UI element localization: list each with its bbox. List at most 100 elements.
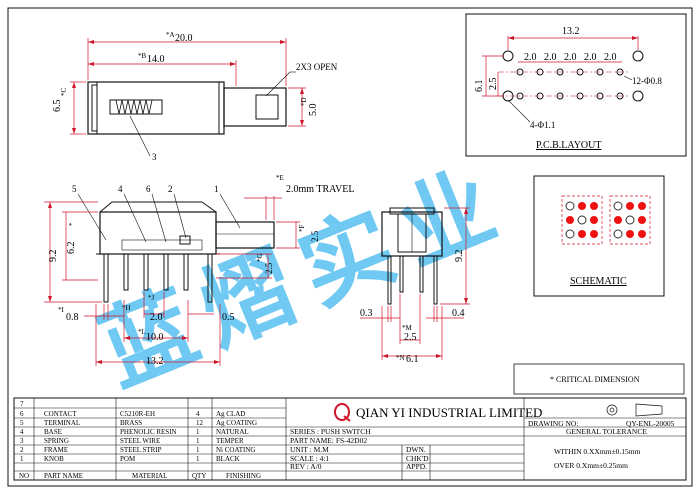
pcb-mount-note: 4-Φ1.1 (530, 120, 555, 130)
bom-header-no: NO (19, 472, 29, 480)
dim-f-label: *F (298, 225, 306, 233)
bom-header-part: PART NAME (44, 472, 83, 480)
dim-d-value: 5.0 (308, 104, 319, 117)
dim-n-label: *N (396, 354, 405, 362)
callout-3: 3 (152, 152, 157, 162)
dim-d-label: *D (300, 97, 308, 106)
part-name-text: PART NAME: FS-42D02 (290, 436, 367, 445)
dim-g-value: 2.5 (264, 262, 274, 274)
dim-c-label: *C (60, 88, 68, 97)
dim-a-value: 20.0 (175, 33, 193, 44)
bom-cell-no: 1 (20, 455, 24, 463)
bom-header-finish: FINISHING (226, 472, 261, 480)
drawing-no-label: DRAWING NO: (528, 419, 578, 428)
pcb-frame (465, 13, 687, 157)
bom-cell-material: PHENOLIC RESIN (120, 428, 177, 436)
bom-cell-finish: Ag COATING (216, 419, 257, 427)
dim-g-label: *G (256, 253, 264, 262)
dim-04: 0.4 (452, 308, 465, 319)
bom-cell-no: 6 (20, 410, 24, 418)
schematic-frame (533, 175, 665, 297)
tolerance-1: WITHIN 0.XXmm±0.15mm (554, 447, 641, 456)
dim-c-value: 6.5 (52, 100, 63, 113)
dim-m-label: *M (402, 324, 413, 332)
dim-l-label: *L (138, 328, 146, 336)
bom-cell-qty: 1 (196, 446, 200, 454)
front-view: *A 20.0 *B 14.0 6.5 *C 5.0 *D 2X3 OPEN 3 (52, 31, 338, 162)
company-name: QIAN YI INDUSTRIAL LIMITED (356, 405, 542, 420)
critical-note: * CRITICAL DIMENSION (550, 375, 640, 384)
bom-cell-part: BASE (44, 428, 62, 436)
pcb-pitch-5: 2.0 (604, 52, 617, 63)
bom-cell-material: C5210R-EH (120, 410, 155, 418)
travel-note: 2.0mm TRAVEL (286, 184, 355, 195)
bom-cell-material: STEEL STRIP (120, 446, 162, 454)
knob-outline (223, 87, 287, 127)
dim-i-label: *I (58, 306, 65, 314)
sheet-border (7, 7, 693, 487)
spring-drawing (115, 99, 153, 115)
bom-cell-qty: 1 (196, 437, 200, 445)
dim-05: 0.5 (222, 312, 235, 323)
bom-cell-material: STEEL WIRE (120, 437, 160, 445)
chkd-label: CHK'D (406, 454, 429, 463)
bom-cell-finish: Ag CLAD (216, 410, 245, 418)
unit-text: UNIT : M.M (290, 445, 329, 454)
pcb-pitch-2: 2.0 (544, 52, 557, 63)
knob-window (255, 94, 279, 120)
dim-i-value: 0.8 (66, 312, 79, 323)
callout-1: 1 (214, 184, 219, 194)
projection-symbol-icon (606, 404, 618, 416)
callout-2: 2 (168, 184, 173, 194)
bom-cell-qty: 12 (196, 419, 204, 427)
dim-b-label: *B (138, 52, 147, 60)
pcb-pitch-4: 2.0 (584, 52, 597, 63)
side-body-outline (99, 211, 217, 255)
dim-m-value: 2.5 (404, 332, 417, 343)
schematic-title: SCHEMATIC (570, 276, 627, 287)
dim-b-value: 14.0 (147, 54, 165, 65)
bom-cell-finish: Ni COATING (216, 446, 255, 454)
pcb-width: 13.2 (562, 26, 580, 37)
pcb-title: P.C.B.LAYOUT (536, 140, 601, 151)
bom-cell-part: SPRING (44, 437, 69, 445)
dim-n-value: 6.1 (406, 354, 419, 365)
bom-cell-no: 5 (20, 419, 24, 427)
dim-132: 13.2 (146, 356, 164, 367)
pcb-layout: 13.2 2.0 2.0 2.0 2.0 2.0 6.1 2.5 12-Φ0.8… (465, 13, 687, 157)
dwn-label: DWN. (406, 445, 426, 454)
bom-cell-part: TERMINAL (44, 419, 80, 427)
bom-cell-qty: 1 (196, 455, 200, 463)
bom-cell-part: FRAME (44, 446, 68, 454)
switch-body-outline (87, 81, 225, 135)
pcb-height: 6.1 (474, 80, 485, 93)
end-view: 9.2 0.3 0.4 *M 2.5 *N 6.1 (360, 207, 470, 365)
dim-a-label: *A (166, 31, 175, 39)
bom-cell-finish: NATURAL (216, 428, 249, 436)
dim-j-value: 2.0 (150, 312, 163, 323)
callout-6: 6 (146, 184, 151, 194)
callout-5: 5 (72, 184, 77, 194)
dim-e-label: *E (276, 174, 284, 182)
pcb-row-gap: 2.5 (488, 78, 499, 91)
dim-j-label: *J (148, 294, 155, 302)
dim-03: 0.3 (360, 308, 373, 319)
pcb-holes (516, 68, 624, 100)
dim-side-height: 9.2 (48, 250, 59, 263)
dim-62-label: * (68, 222, 76, 226)
appd-label: APPD. (406, 462, 427, 471)
series-text: SERIES : PUSH SWITCH (290, 427, 371, 436)
bom-cell-qty: 1 (196, 428, 200, 436)
bom-header-qty: QTY (192, 472, 206, 480)
bom-cell-part: CONTACT (44, 410, 77, 418)
company-logo (334, 403, 350, 421)
bom-header-material: MATERIAL (132, 472, 167, 480)
critical-box (513, 363, 685, 395)
bom-cell-finish: BLACK (216, 455, 240, 463)
side-terminals (103, 254, 213, 303)
dim-l-value: 10.0 (146, 332, 164, 343)
bom-cell-qty: 4 (196, 410, 200, 418)
callout-4: 4 (118, 184, 123, 194)
bom-cell-finish: TEMPER (216, 437, 244, 445)
